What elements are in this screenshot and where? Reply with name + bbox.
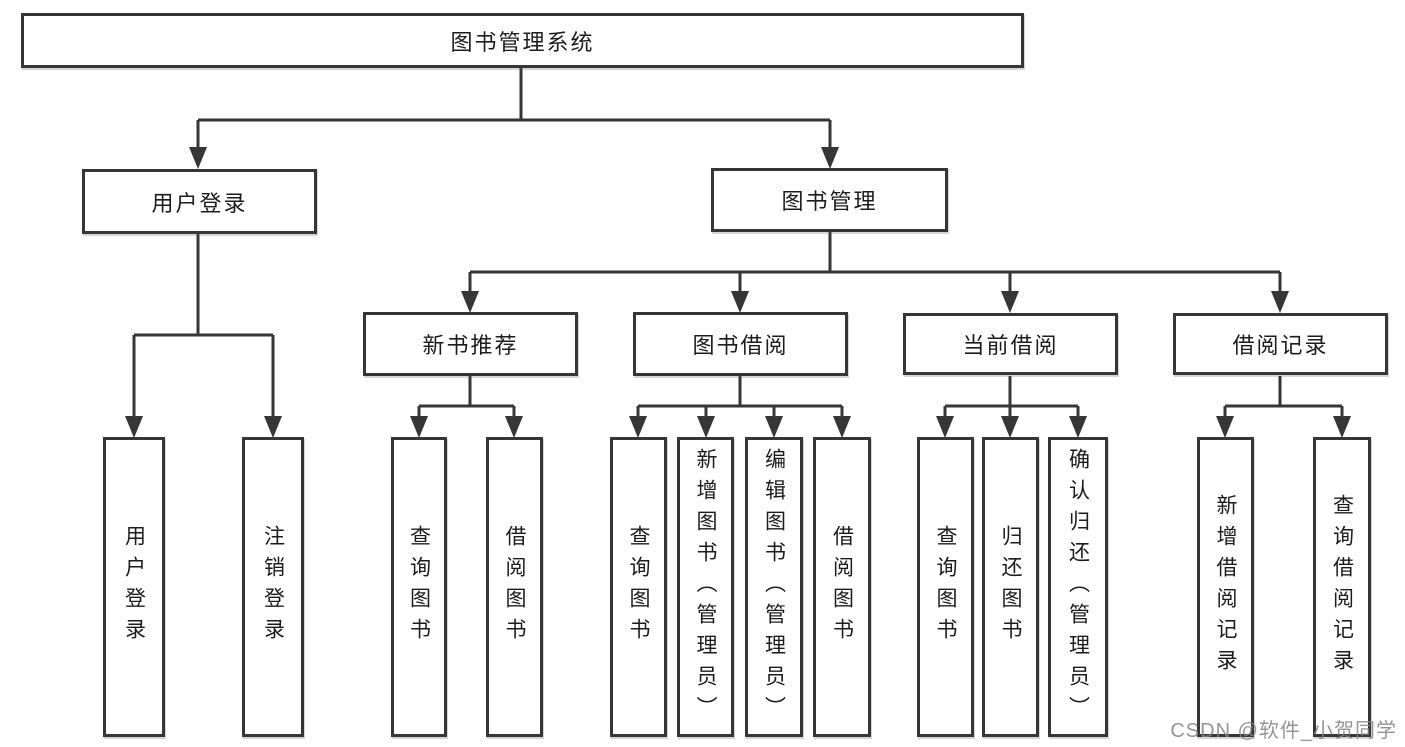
arrowhead: [629, 416, 647, 438]
connector-bookmgmt-to-level3: [468, 232, 1282, 294]
connector-userlogin-to-leaves: [132, 234, 275, 420]
arrowhead: [833, 416, 851, 438]
arrowhead: [125, 416, 143, 438]
arrowhead: [410, 416, 428, 438]
arrowhead: [697, 416, 715, 438]
leaf-label: 新增图书（管理员）: [694, 447, 717, 727]
leaf-label: 查询图书: [407, 525, 431, 649]
node-user-login: 用户登录: [82, 169, 317, 234]
arrowhead: [821, 147, 839, 169]
connector-borrowrecord-to-leaves: [1223, 376, 1344, 420]
arrowhead: [1001, 291, 1019, 313]
leaf-borrow-borrow-books: 借阅图书: [813, 437, 871, 737]
leaf-borrow-edit-books-admin: 编辑图书（管理员）: [745, 437, 803, 737]
node-new-book-recommend: 新书推荐: [363, 312, 578, 376]
leaf-label: 查询图书: [934, 525, 957, 649]
leaf-label: 借阅图书: [503, 525, 526, 649]
leaf-current-return-books: 归还图书: [982, 437, 1039, 737]
arrowhead: [189, 147, 207, 169]
arrowhead: [264, 416, 282, 438]
node-root-system: 图书管理系统: [21, 13, 1024, 68]
leaf-record-query-borrow-record: 查询借阅记录: [1313, 437, 1371, 737]
arrowhead: [765, 416, 783, 438]
connector-currentborrow-to-leaves: [943, 376, 1080, 420]
node-book-borrow: 图书借阅: [633, 312, 848, 376]
connector-newbookrec-to-leaves: [417, 376, 516, 420]
leaf-label: 编辑图书（管理员）: [762, 447, 786, 727]
arrowhead: [505, 416, 523, 438]
arrowhead: [461, 291, 479, 313]
leaf-record-add-borrow-record: 新增借阅记录: [1197, 437, 1254, 737]
arrowhead: [1271, 291, 1289, 313]
leaf-newbook-query-books: 查询图书: [391, 437, 447, 737]
leaf-borrow-query-books: 查询图书: [610, 437, 667, 737]
arrowhead: [1069, 416, 1087, 438]
arrowhead: [731, 291, 749, 313]
node-book-management: 图书管理: [711, 168, 948, 232]
leaf-label: 新增借阅记录: [1214, 494, 1237, 680]
leaf-label: 注销登录: [261, 525, 285, 649]
leaf-label: 归还图书: [999, 525, 1022, 649]
leaf-logout: 注销登录: [242, 437, 304, 737]
leaf-label: 查询借阅记录: [1330, 494, 1354, 680]
connector-bookborrow-to-leaves: [636, 376, 844, 420]
leaf-label: 借阅图书: [830, 525, 854, 649]
leaf-user-login: 用户登录: [103, 437, 165, 737]
connector-root-to-level2: [196, 68, 832, 150]
leaf-borrow-add-books-admin: 新增图书（管理员）: [677, 437, 734, 737]
arrowhead: [1001, 416, 1019, 438]
arrowhead: [1333, 416, 1351, 438]
csdn-watermark: CSDN @软件_小贺同学: [1170, 720, 1397, 742]
leaf-label: 用户登录: [122, 525, 146, 649]
leaf-newbook-borrow-books: 借阅图书: [486, 437, 543, 737]
arrowheads: [125, 147, 1351, 438]
node-current-borrow: 当前借阅: [903, 313, 1118, 375]
leaf-current-query-books: 查询图书: [917, 437, 974, 737]
leaf-label: 确认归还（管理员）: [1066, 447, 1090, 727]
arrowhead: [936, 416, 954, 438]
node-borrow-record: 借阅记录: [1173, 313, 1388, 375]
leaf-label: 查询图书: [627, 525, 650, 649]
arrowhead: [1216, 416, 1234, 438]
leaf-current-confirm-return-admin: 确认归还（管理员）: [1048, 437, 1108, 737]
